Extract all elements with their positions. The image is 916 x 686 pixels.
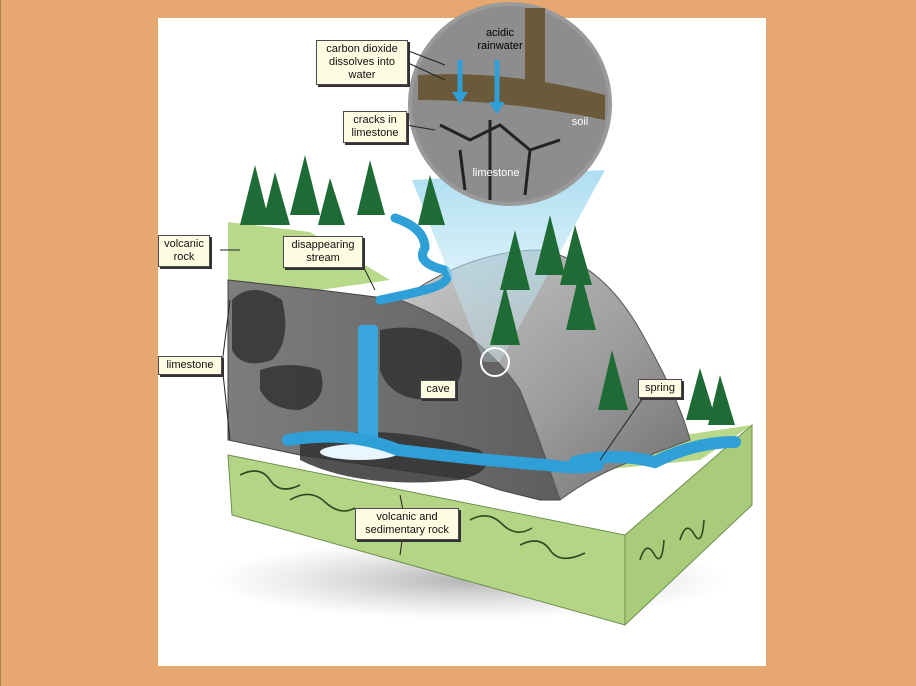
label-spring: spring — [638, 379, 682, 398]
label-limestone-inset: limestone — [472, 167, 520, 179]
trees — [240, 155, 735, 425]
stream-top — [375, 213, 452, 305]
focus-circle — [480, 347, 510, 377]
spring-river — [569, 436, 741, 469]
label-acidic-rainwater: acidic rainwater — [477, 27, 523, 52]
inset-cracks — [439, 120, 561, 200]
inset-trunk — [525, 8, 545, 88]
label-cracks-in-limestone: cracks in limestone — [343, 111, 407, 143]
label-disappearing-stream: disappearing stream — [283, 236, 363, 268]
label-volcanic-rock: volcanic rock — [158, 235, 210, 267]
waterfall — [358, 325, 378, 445]
bedrock-squiggles — [239, 470, 705, 561]
label-volcanic-sedimentary-rock: volcanic and sedimentary rock — [355, 508, 459, 540]
inset-soil — [418, 74, 605, 120]
cave-shadows — [232, 290, 487, 483]
label-cave: cave — [420, 380, 456, 399]
underground-river — [282, 430, 604, 474]
label-limestone: limestone — [158, 356, 222, 375]
left-edge-line — [0, 0, 1, 686]
bedrock-side — [624, 423, 753, 627]
inset-arrowhead-1 — [452, 92, 468, 104]
inset-arrows — [457, 60, 500, 105]
label-soil: soil — [571, 116, 589, 128]
inset-arrowhead-2 — [489, 102, 505, 114]
label-carbon-dioxide: carbon dioxide dissolves into water — [316, 40, 408, 85]
